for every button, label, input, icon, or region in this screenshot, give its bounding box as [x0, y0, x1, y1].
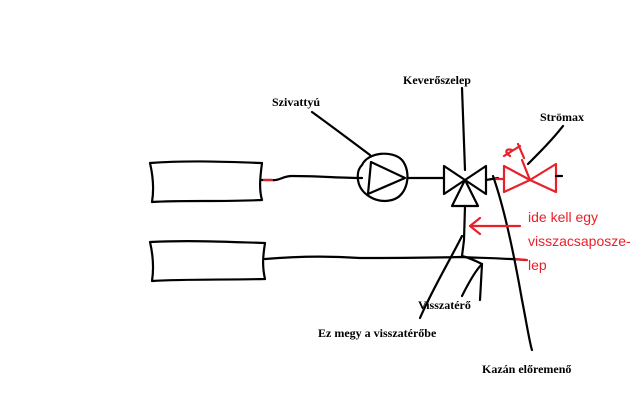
- stromax-label: Strömax: [540, 110, 584, 124]
- stromax-valve-icon: [502, 162, 558, 194]
- return-label-leader: [460, 262, 484, 298]
- note-line-1: ide kell egy: [528, 209, 598, 225]
- return-pipe: [263, 255, 527, 262]
- boiler-flow-label: Kazán előremenő: [482, 362, 571, 376]
- lower-tank: [148, 240, 267, 283]
- return-label: Visszatérő: [418, 298, 471, 312]
- goes-to-return-label: Ez megy a visszatérőbe: [318, 326, 437, 340]
- bypass-pipe: [460, 204, 484, 266]
- stromax-label-leader: [526, 124, 565, 166]
- pump-triangle-icon: [366, 160, 407, 196]
- upper-tank: [148, 160, 264, 204]
- return-pipe-drop: [478, 262, 484, 302]
- stromax-handle-icon: [502, 142, 532, 182]
- supply-pipe-to-pump: [260, 174, 364, 182]
- note-line-2: visszacsaposze-: [528, 233, 631, 249]
- mixing-valve-stem: [460, 86, 467, 172]
- red-arrow-icon: [468, 216, 522, 236]
- pump-label: Szivattyú: [272, 95, 320, 109]
- pump-label-leader: [310, 110, 372, 157]
- mixing-valve-label: Keverőszelep: [403, 73, 471, 87]
- return-pipe-red-segment: [513, 257, 529, 262]
- boiler-flow-line: [491, 174, 534, 352]
- pump-body: [356, 152, 409, 202]
- note-line-3: lep: [528, 257, 547, 273]
- mixing-valve-icon: [442, 164, 488, 208]
- goes-to-return-leader: [418, 234, 464, 320]
